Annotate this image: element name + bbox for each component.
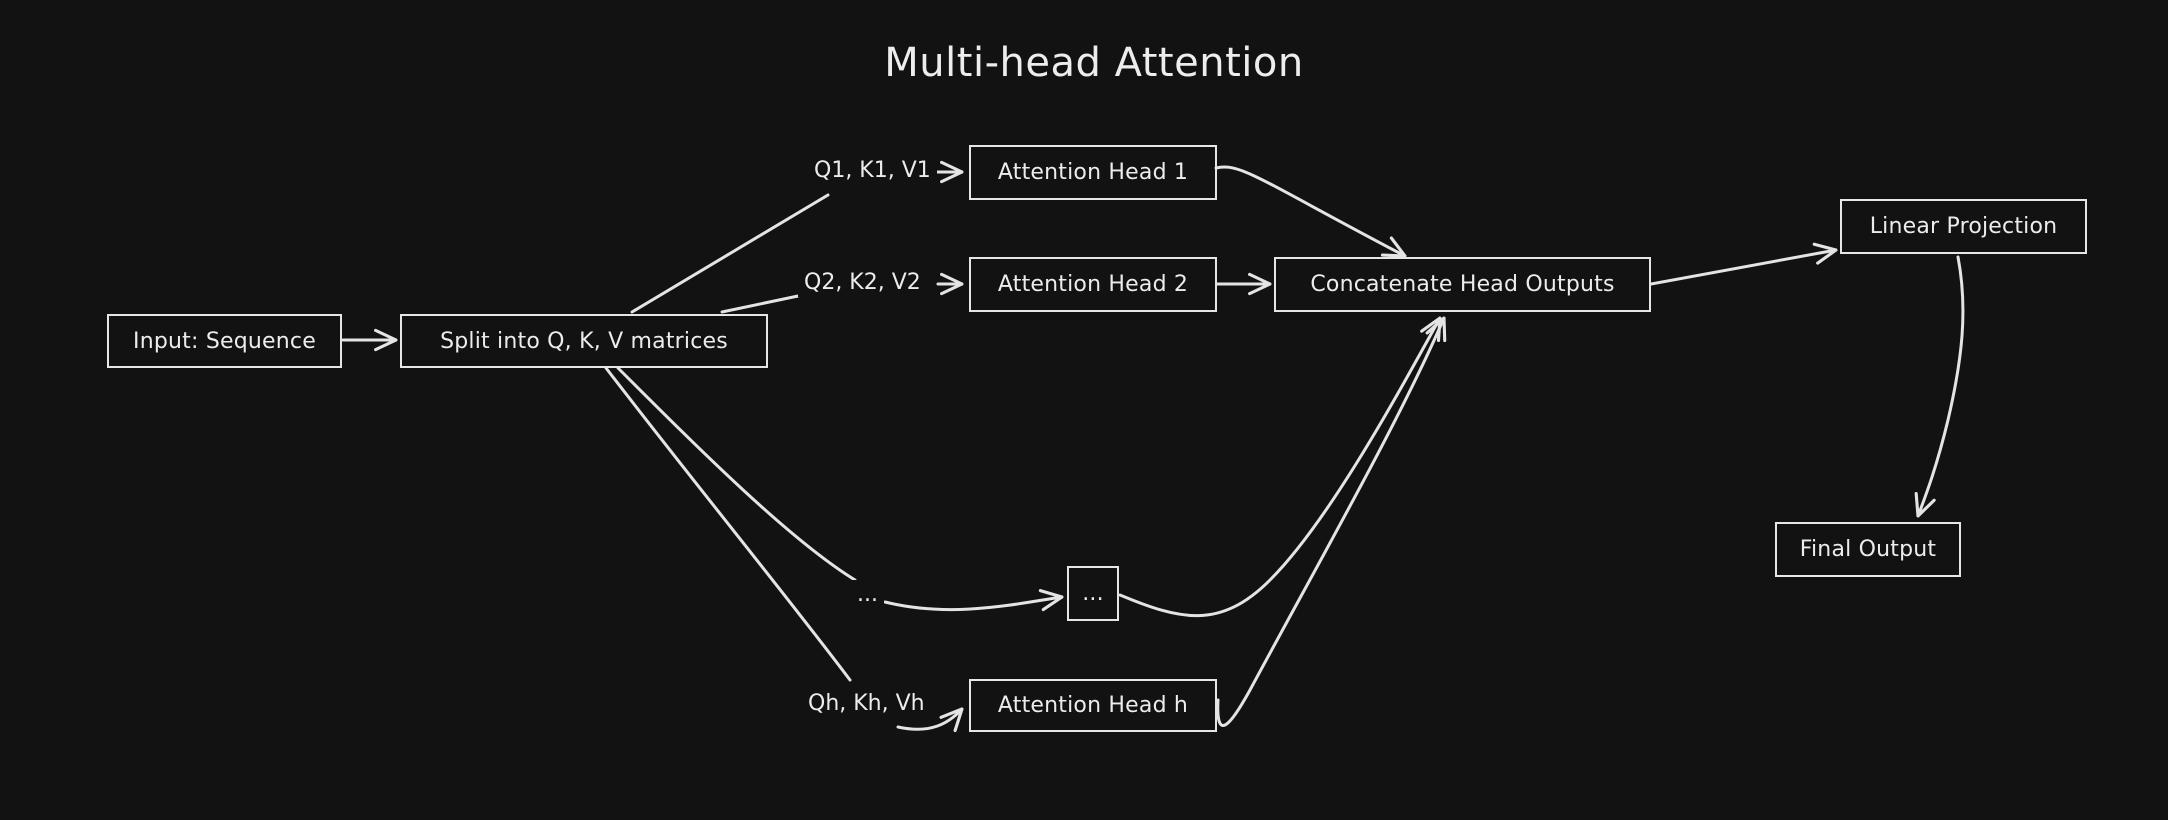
edge-head1-to-concat <box>1214 165 1405 256</box>
edge-ellipsis-to-concat <box>1118 318 1440 618</box>
edge-linear-to-final <box>1918 255 1965 516</box>
node-attention-head-1: Attention Head 1 <box>969 145 1217 200</box>
diagram-title: Multi-head Attention <box>884 40 1304 86</box>
edge-split-to-head2-a <box>720 294 800 314</box>
node-attention-head-2: Attention Head 2 <box>969 257 1217 312</box>
node-attention-head-h: Attention Head h <box>969 679 1217 732</box>
edge-concat-to-linear <box>1649 250 1836 286</box>
node-attention-head-ellipsis: ... <box>1067 566 1119 621</box>
edge-split-to-ellipsis-a <box>616 366 857 582</box>
edge-label-ellipsis: ... <box>851 580 884 609</box>
edge-label-q2-k2-v2: Q2, K2, V2 <box>798 268 927 297</box>
node-linear-projection: Linear Projection <box>1840 199 2087 254</box>
edge-split-to-ellipsis-b <box>883 597 1062 610</box>
edge-label-q1-k1-v1: Q1, K1, V1 <box>808 156 937 185</box>
node-concatenate: Concatenate Head Outputs <box>1274 257 1651 312</box>
node-split: Split into Q, K, V matrices <box>400 314 768 368</box>
node-final-output: Final Output <box>1775 522 1961 577</box>
node-input: Input: Sequence <box>107 314 342 368</box>
edge-split-to-headh-a <box>604 366 852 682</box>
edge-split-to-head1-a <box>630 193 830 314</box>
edge-split-to-headh-b <box>896 709 962 729</box>
edge-label-qh-kh-vh: Qh, Kh, Vh <box>802 689 931 718</box>
edge-headh-to-concat <box>1216 318 1444 727</box>
